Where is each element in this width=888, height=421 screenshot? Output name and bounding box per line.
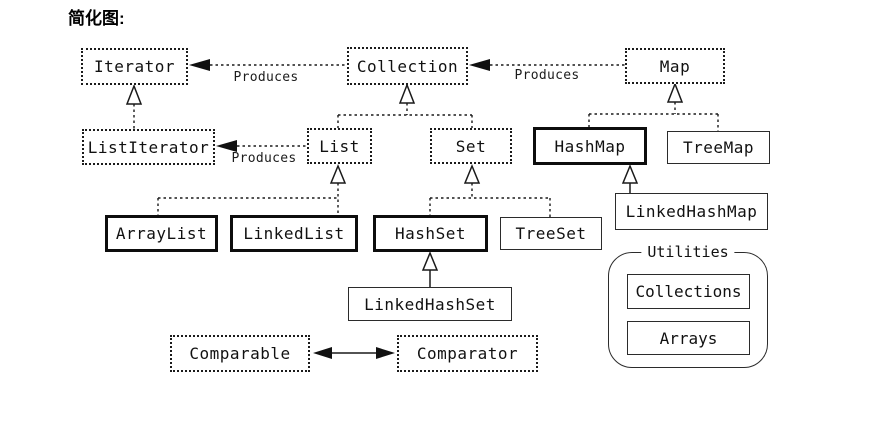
node-list: List (307, 128, 372, 164)
association-comparable-comparator (313, 347, 395, 359)
produces-label-2: Produces (514, 68, 580, 83)
inheritance-hashset-treeset-set (429, 164, 551, 217)
node-hashset: HashSet (373, 215, 488, 252)
node-collection: Collection (347, 47, 468, 85)
produces-label-3: Produces (231, 151, 297, 166)
utilities-group-label: Utilities (641, 243, 735, 261)
utilities-group: Utilities Collections Arrays (608, 243, 768, 368)
node-linkedlist: LinkedList (230, 215, 358, 252)
node-linkedhashset: LinkedHashSet (348, 287, 512, 321)
inheritance-hashmap-treemap-map (588, 81, 719, 131)
inheritance-list-set-collection (337, 82, 473, 128)
node-set: Set (430, 128, 512, 164)
inheritance-linkedhashset-hashset (421, 251, 439, 287)
inheritance-arraylist-linkedlist-list (157, 164, 347, 215)
node-treeset: TreeSet (500, 217, 602, 250)
node-hashmap: HashMap (533, 127, 647, 165)
node-iterator: Iterator (81, 48, 188, 85)
node-listiterator: ListIterator (82, 129, 215, 165)
diagram-title: 简化图: (68, 9, 125, 28)
inheritance-listiterator-iterator (125, 83, 143, 129)
node-comparable: Comparable (170, 335, 310, 372)
node-arrays: Arrays (627, 321, 750, 355)
inheritance-linkedhashmap-hashmap (621, 164, 639, 193)
node-linkedhashmap: LinkedHashMap (615, 193, 768, 230)
node-map: Map (625, 48, 725, 84)
node-treemap: TreeMap (667, 131, 770, 164)
node-comparator: Comparator (397, 335, 538, 372)
node-collections: Collections (627, 274, 750, 309)
produces-label-1: Produces (233, 70, 299, 85)
node-arraylist: ArrayList (105, 215, 218, 252)
